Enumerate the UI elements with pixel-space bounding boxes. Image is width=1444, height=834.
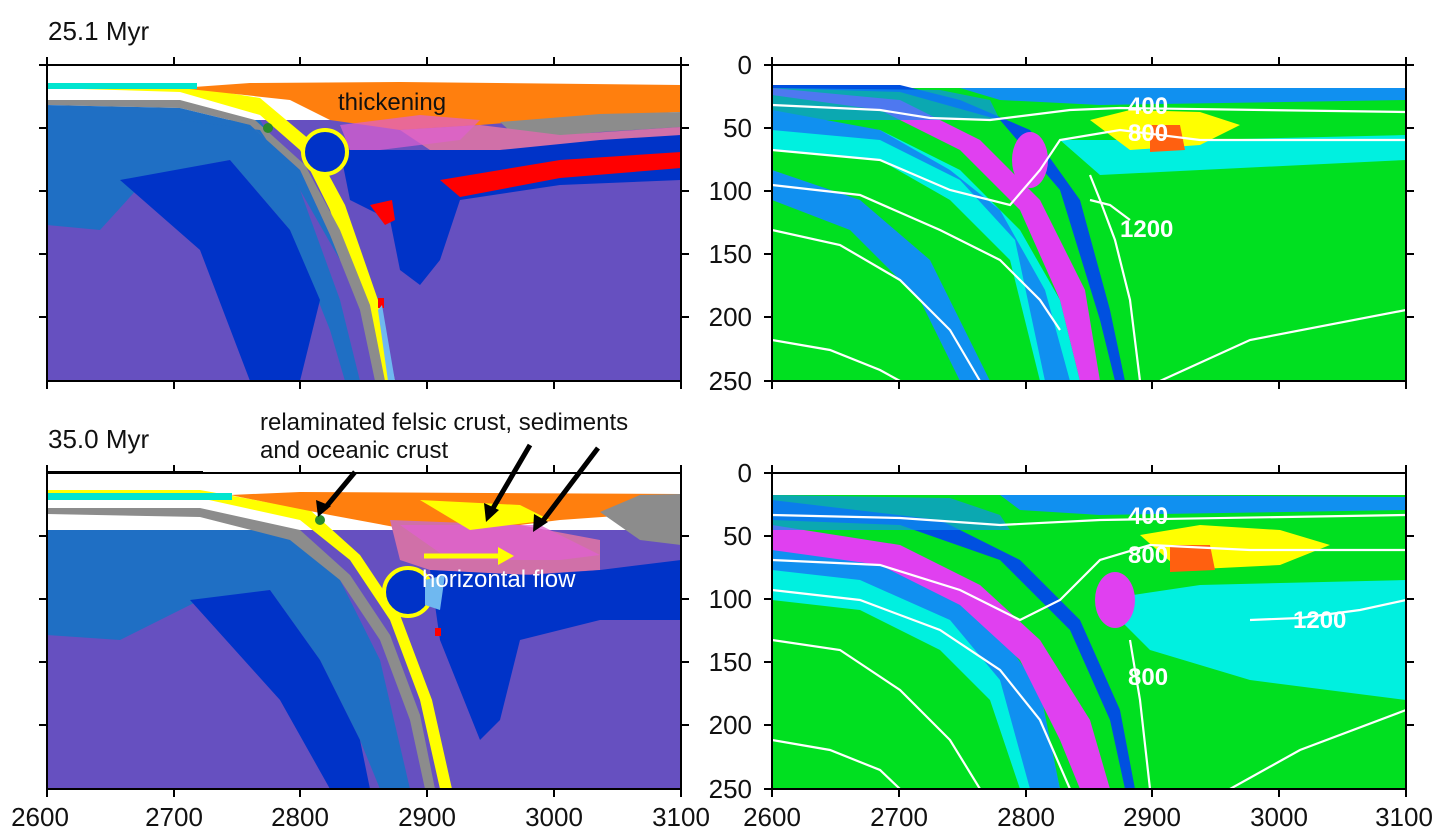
time-label-bottom: 35.0 Myr bbox=[48, 424, 149, 454]
y-tick-labels-bottom: 0 50 100 150 200 250 bbox=[709, 458, 752, 804]
composition-panel-top bbox=[46, 64, 682, 382]
y-tick-label: 0 bbox=[738, 50, 752, 80]
y-tick-label: 200 bbox=[709, 710, 752, 740]
x-tick-label: 3100 bbox=[1375, 802, 1433, 832]
isotherm-800-top bbox=[772, 128, 1406, 207]
x-tick-labels-left: 2600 2700 2800 2900 3000 3100 bbox=[11, 802, 710, 832]
upper-plate-lithosphere-bottom bbox=[430, 560, 681, 740]
oceanic-crust-slab-bottom bbox=[47, 508, 435, 789]
slab-cold-core bbox=[772, 88, 1100, 381]
isotherm-label-800-top: 800 bbox=[1128, 120, 1168, 147]
x-tick-label: 2700 bbox=[870, 802, 928, 832]
y-tick-label: 100 bbox=[709, 584, 752, 614]
y-tick-labels-top: 0 50 100 150 200 250 bbox=[709, 50, 752, 396]
melt-zone bbox=[440, 152, 681, 197]
y-tick-label: 50 bbox=[723, 521, 752, 551]
y-tick-label: 0 bbox=[738, 458, 752, 488]
isotherm-label-1200-bottom: 1200 bbox=[1293, 607, 1346, 634]
y-tick-label: 150 bbox=[709, 239, 752, 269]
x-tick-label: 2900 bbox=[398, 802, 456, 832]
x-tick-label: 2900 bbox=[1123, 802, 1181, 832]
annotation-horizontal-flow: horizontal flow bbox=[422, 566, 576, 593]
isotherm-label-400-top: 400 bbox=[1128, 93, 1168, 120]
x-tick-label: 3000 bbox=[1250, 802, 1308, 832]
y-tick-label: 250 bbox=[709, 774, 752, 804]
isotherm-label-400-bottom: 400 bbox=[1128, 503, 1168, 530]
axis-ticks bbox=[39, 57, 1414, 797]
isotherm-label-800-bottom: 800 bbox=[1128, 542, 1168, 569]
x-tick-label: 2600 bbox=[11, 802, 69, 832]
y-tick-label: 200 bbox=[709, 302, 752, 332]
x-tick-label: 2700 bbox=[145, 802, 203, 832]
x-tick-label: 3000 bbox=[525, 802, 583, 832]
isotherm-400-top bbox=[772, 103, 1406, 122]
time-label-top: 25.1 Myr bbox=[48, 16, 149, 46]
annotation-arrows bbox=[316, 443, 600, 565]
isotherm-label-1200-top: 1200 bbox=[1120, 216, 1173, 243]
x-tick-label: 2800 bbox=[271, 802, 329, 832]
x-tick-label: 2600 bbox=[743, 802, 801, 832]
isotherm-label-800-deep-bottom: 800 bbox=[1128, 664, 1168, 691]
y-tick-label: 250 bbox=[709, 366, 752, 396]
slab-cold-core-bottom bbox=[772, 525, 1110, 789]
temperature-panel-top bbox=[771, 64, 1407, 382]
oceanic-crust-slab bbox=[47, 100, 385, 381]
y-tick-label: 50 bbox=[723, 113, 752, 143]
temperature-panel-bottom bbox=[771, 472, 1407, 790]
annotation-relaminated-line1: relaminated felsic crust, sediments bbox=[260, 409, 628, 436]
isotherm-1200-top bbox=[772, 183, 1131, 331]
composition-panel-bottom bbox=[46, 472, 682, 790]
y-tick-label: 100 bbox=[709, 176, 752, 206]
annotation-thickening: thickening bbox=[338, 89, 446, 116]
x-tick-labels-right: 2600 2700 2800 2900 3000 3100 bbox=[743, 802, 1433, 832]
annotation-relaminated-line2: and oceanic crust bbox=[260, 437, 448, 464]
x-tick-label: 2800 bbox=[997, 802, 1055, 832]
x-tick-label: 3100 bbox=[652, 802, 710, 832]
y-tick-label: 150 bbox=[709, 647, 752, 677]
